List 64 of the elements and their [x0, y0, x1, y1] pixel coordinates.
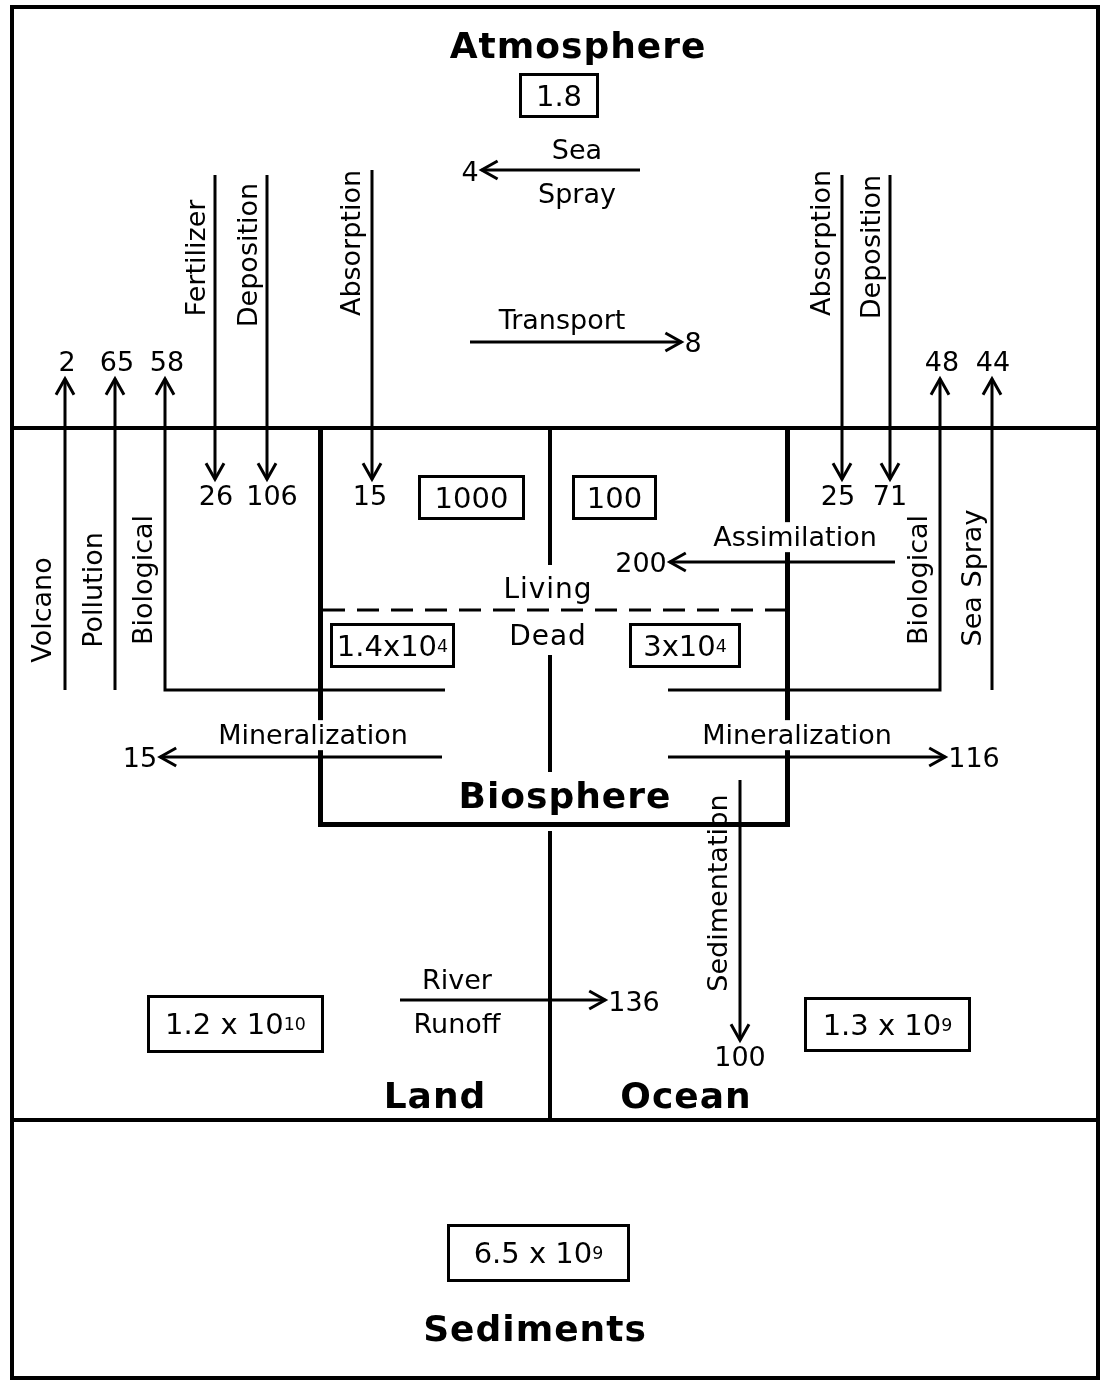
- edge-label: Absorption: [336, 169, 366, 317]
- flux-value: 136: [608, 987, 660, 1017]
- flux-value: 100: [714, 1042, 766, 1072]
- arrow: [668, 746, 947, 768]
- region-title: Land: [383, 1074, 487, 1116]
- arrow: [981, 377, 1003, 690]
- amount-box: 1.4x10$^{4}$: [330, 623, 455, 668]
- edge-label: Volcano: [27, 557, 57, 663]
- flux-value: 200: [615, 548, 667, 578]
- edge-label: Sedimentation: [703, 794, 733, 992]
- edge-label: Absorption: [806, 169, 836, 317]
- arrow: [480, 159, 640, 181]
- state-label: Living: [503, 571, 593, 605]
- amount-box: 1.2 x 10$^{10}$: [147, 995, 324, 1053]
- flux-value: 106: [246, 481, 298, 511]
- flux-value: 15: [352, 481, 388, 511]
- amount-box: 1.3 x 10$^{9}$: [804, 997, 971, 1052]
- flux-value: 65: [99, 347, 135, 377]
- edge-label: River Runoff: [412, 963, 502, 1041]
- edge-label: Biological: [903, 514, 933, 646]
- flux-value: 4: [461, 157, 479, 187]
- arrow: [729, 780, 751, 1042]
- flux-value: 48: [924, 347, 960, 377]
- amount-box: 1000: [418, 475, 525, 520]
- edge-label: Fertilizer: [181, 199, 211, 317]
- arrow: [668, 551, 895, 573]
- flux-value: 25: [820, 481, 856, 511]
- arrow: [256, 175, 278, 481]
- amount-box: 100: [572, 475, 657, 520]
- arrow: [154, 377, 445, 692]
- flux-value: 44: [975, 347, 1011, 377]
- arrow: [470, 331, 683, 353]
- arrow: [204, 175, 226, 481]
- flux-value: 58: [149, 347, 185, 377]
- state-label: Dead: [509, 618, 587, 652]
- edge-label: Deposition: [856, 174, 886, 320]
- edge-label: Sea Spray: [537, 133, 617, 211]
- flux-value: 26: [198, 481, 234, 511]
- region-title: Biosphere: [458, 774, 672, 816]
- arrow: [831, 175, 853, 481]
- flux-value: 8: [684, 328, 702, 358]
- arrow: [361, 170, 383, 481]
- flux-value: 116: [948, 743, 1000, 773]
- region-panel: [10, 1122, 1100, 1380]
- arrow: [879, 175, 901, 481]
- arrow: [400, 989, 607, 1011]
- arrow: [54, 377, 76, 690]
- flux-value: 2: [58, 347, 76, 377]
- edge-label: Biological: [128, 514, 158, 646]
- flux-value: 71: [872, 481, 908, 511]
- region-title: Ocean: [620, 1074, 752, 1116]
- amount-box: 1.8: [519, 73, 599, 118]
- region-title: Sediments: [423, 1307, 647, 1349]
- edge-label: Sea Spray: [957, 509, 987, 647]
- region-panel: [10, 5, 1100, 430]
- amount-box: 6.5 x 10$^{9}$: [447, 1224, 630, 1282]
- region-title: Atmosphere: [449, 24, 707, 66]
- edge-label: Deposition: [233, 182, 263, 328]
- arrow: [668, 377, 951, 692]
- flux-value: 15: [122, 743, 158, 773]
- amount-box: 3x10$^{4}$: [629, 623, 741, 668]
- arrow: [158, 746, 442, 768]
- arrow: [104, 377, 126, 690]
- edge-label: Pollution: [78, 532, 108, 648]
